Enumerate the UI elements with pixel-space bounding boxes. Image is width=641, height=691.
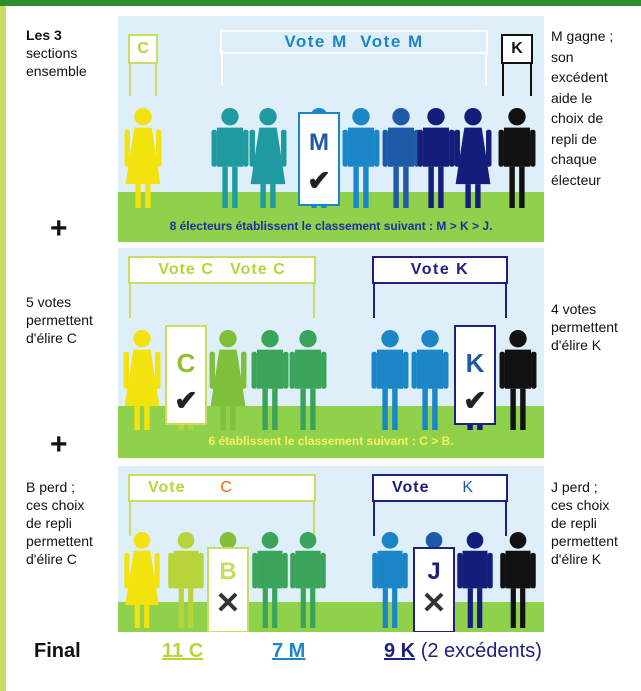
voter-figure bbox=[209, 330, 247, 430]
panel-section-3: Vote C Vote K B ✕ J ✕ bbox=[118, 466, 544, 632]
final-k: 9 K bbox=[384, 640, 416, 662]
voter-figure bbox=[372, 532, 408, 628]
voter-figure bbox=[211, 108, 249, 208]
left-note-3: B perd ; ces choix de repli permettent d… bbox=[26, 479, 93, 567]
right-note-3: J perd ; ces choix de repli permettent d… bbox=[551, 479, 618, 567]
cross-icon: ✕ bbox=[421, 587, 447, 620]
ballot-b: B bbox=[219, 558, 237, 585]
sign-vote-word: Vote bbox=[392, 479, 430, 496]
voter-figure bbox=[498, 108, 536, 208]
strip-section-2: 6 établissent le classement suivant : C … bbox=[118, 430, 544, 452]
voter-figure bbox=[499, 330, 537, 430]
left-note-2: 5 votes permettent d'élire C bbox=[26, 294, 93, 346]
sign-new-choice-k: K bbox=[462, 479, 474, 496]
panel-section-2: Vote C Vote C Vote K C ✔ K ✔ 6 établisse… bbox=[118, 248, 544, 458]
panel-section-1: C Vote M Vote M K M ✔ 8 électeurs établi… bbox=[118, 16, 544, 242]
final-k-group: 9 K (2 excédents) bbox=[384, 638, 542, 664]
voter-figure bbox=[454, 108, 492, 208]
voter-figure bbox=[500, 532, 536, 628]
voter-figure bbox=[457, 532, 493, 628]
sign-new-choice-c: C bbox=[220, 479, 232, 496]
voter-figure bbox=[124, 108, 162, 208]
final-m: 7 M bbox=[272, 640, 306, 662]
sign-vote-word: Vote bbox=[148, 479, 186, 496]
voter-figure bbox=[342, 108, 380, 208]
voter-figure bbox=[124, 532, 160, 628]
cross-icon: ✕ bbox=[215, 587, 241, 620]
plus-icon: + bbox=[50, 428, 68, 461]
ballot-box bbox=[298, 112, 340, 206]
ballot-box bbox=[454, 325, 496, 425]
right-note-2: 4 votes permettent d'élire K bbox=[551, 301, 618, 353]
voter-figure bbox=[411, 330, 449, 430]
ballot-m: M bbox=[309, 129, 329, 156]
right-note-1: M gagne ; son excédent aide le choix de … bbox=[551, 28, 614, 188]
voter-figure bbox=[168, 532, 204, 628]
sign-vote-m: Vote M Vote M bbox=[220, 30, 488, 54]
check-icon: ✔ bbox=[463, 385, 487, 416]
sign-c: C bbox=[128, 34, 158, 64]
ballot-box bbox=[207, 547, 249, 632]
voter-figure bbox=[417, 108, 455, 208]
top-border bbox=[0, 0, 641, 6]
left-note-1: Les 3 sections ensemble bbox=[26, 26, 116, 80]
final-k-note: (2 excédents) bbox=[420, 640, 542, 662]
panel-2-figures bbox=[123, 284, 537, 430]
voter-figure bbox=[289, 330, 327, 430]
voter-figure bbox=[382, 108, 420, 208]
sign-vote-right: Vote K bbox=[372, 474, 508, 502]
voter-figure bbox=[371, 330, 409, 430]
strip-section-1: 8 électeurs établissent le classement su… bbox=[118, 215, 544, 237]
voter-figure bbox=[290, 532, 326, 628]
sign-vote-c: Vote C Vote C bbox=[128, 256, 316, 284]
sign-vote-k: Vote K bbox=[372, 256, 508, 284]
left-note-1-title: Les 3 bbox=[26, 27, 62, 43]
ballot-k: K bbox=[465, 348, 485, 378]
voter-figure bbox=[252, 532, 288, 628]
panel-1-figures bbox=[124, 52, 536, 208]
panel-3-figures bbox=[124, 481, 536, 632]
voter-figure bbox=[123, 330, 161, 430]
voter-figure bbox=[251, 330, 289, 430]
sign-k: K bbox=[501, 34, 533, 64]
sign-vote-left: Vote C bbox=[128, 474, 316, 502]
final-label: Final bbox=[34, 640, 81, 662]
check-icon: ✔ bbox=[174, 385, 198, 416]
final-c: 11 C bbox=[162, 640, 204, 662]
plus-icon: + bbox=[50, 212, 68, 245]
ballot-c: C bbox=[176, 348, 196, 378]
ballot-box bbox=[165, 325, 207, 425]
left-note-1-text: sections ensemble bbox=[26, 45, 87, 79]
ballot-box bbox=[413, 547, 455, 632]
voter-figure bbox=[249, 108, 287, 208]
ballot-j: J bbox=[427, 558, 441, 585]
left-border bbox=[0, 6, 6, 691]
check-icon: ✔ bbox=[307, 165, 331, 196]
